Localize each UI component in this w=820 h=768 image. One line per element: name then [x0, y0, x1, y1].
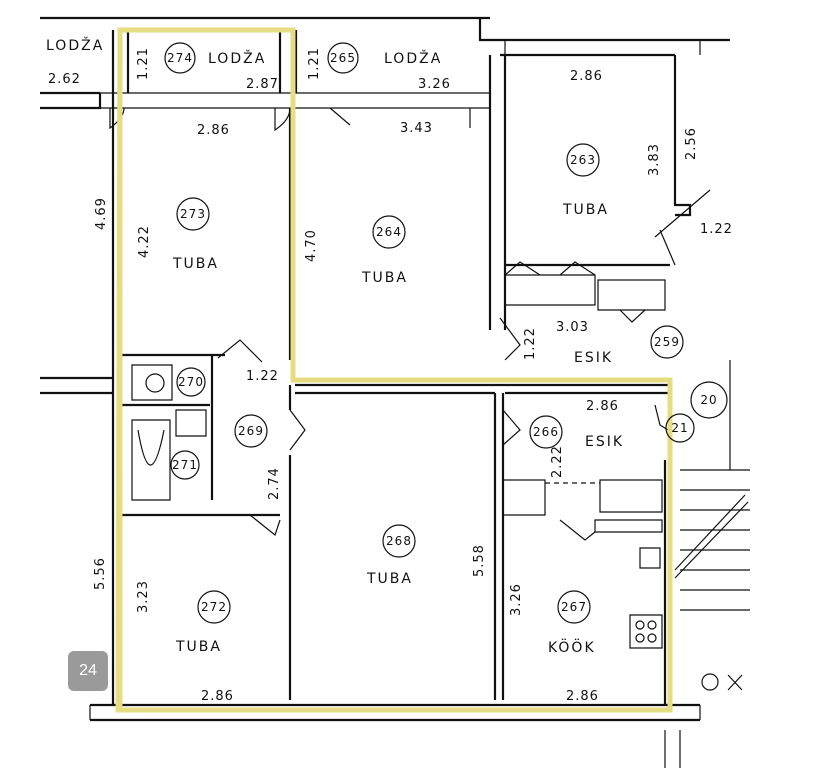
dim-2-56: 2.56 [684, 127, 699, 160]
dim-5-56: 5.56 [93, 557, 108, 590]
room-263-number: 263 [570, 153, 596, 167]
room-272-number: 272 [201, 600, 227, 614]
dim-3-03: 3.03 [556, 320, 589, 335]
room-265-marker: 265 [327, 42, 359, 74]
room-259-number: 259 [654, 335, 680, 349]
room-21-marker: 21 [665, 413, 695, 443]
dim-2-74: 2.74 [267, 467, 282, 500]
dim-1-22-room-259: 1.22 [523, 327, 538, 360]
dim-3-26-room-267: 3.26 [509, 583, 524, 616]
dim-3-26-top: 3.26 [418, 77, 451, 92]
dim-2-86-room-266: 2.86 [586, 399, 619, 414]
walls [40, 16, 750, 768]
dim-1-22-right: 1.22 [700, 222, 733, 237]
room-270-marker: 270 [176, 367, 206, 397]
room-274-name: LODŽA [208, 49, 266, 67]
room-268-name: TUBA [366, 571, 413, 587]
room-270-number: 270 [178, 375, 204, 389]
neighbor-lodza-label: LODŽA [46, 36, 104, 54]
room-263-marker: 263 [566, 143, 600, 177]
page-number-badge: 24 [68, 651, 108, 691]
room-273-number: 273 [180, 207, 206, 221]
room-268-marker: 268 [382, 524, 416, 558]
dimension-labels: 2.62 1.21 2.87 1.21 3.26 2.86 3.83 2.56 … [48, 47, 733, 704]
room-273-marker: 273 [176, 197, 210, 231]
dim-1-22-room-270: 1.22 [246, 369, 279, 384]
room-271-marker: 271 [170, 450, 200, 480]
room-259-marker: 259 [650, 325, 684, 359]
room-272-marker: 272 [197, 590, 231, 624]
room-263-name: TUBA [562, 202, 609, 218]
dim-2-62: 2.62 [48, 72, 81, 87]
dim-4-22: 4.22 [137, 225, 152, 258]
dim-3-43: 3.43 [400, 121, 433, 136]
room-267-number: 267 [561, 600, 587, 614]
room-264-marker: 264 [372, 215, 406, 249]
room-266-number: 266 [533, 425, 559, 439]
room-265-number: 265 [330, 51, 356, 65]
dim-5-58: 5.58 [472, 544, 487, 577]
room-259-name: ESIK [574, 350, 613, 366]
room-264-name: TUBA [361, 270, 408, 286]
room-268-number: 268 [386, 534, 412, 548]
dim-2-86-room-272: 2.86 [201, 689, 234, 704]
dim-2-86-room-273: 2.86 [197, 123, 230, 138]
room-267-marker: 267 [557, 590, 591, 624]
room-markers: 274 265 263 273 264 259 270 269 271 266 … [164, 42, 728, 624]
dim-2-86-room-267: 2.86 [566, 689, 599, 704]
room-266-name: ESIK [585, 434, 624, 450]
dim-4-69: 4.69 [94, 197, 109, 230]
room-273-name: TUBA [172, 256, 219, 272]
room-267-name: KÖÖK [548, 638, 596, 656]
apartment-highlight [115, 27, 673, 713]
room-20-marker: 20 [690, 381, 728, 419]
dim-2-87: 2.87 [246, 77, 279, 92]
room-21-number: 21 [671, 421, 688, 435]
room-271-number: 271 [172, 458, 198, 472]
room-274-number: 274 [167, 51, 193, 65]
dim-2-22: 2.22 [550, 445, 565, 478]
room-266-marker: 266 [529, 415, 563, 449]
dim-3-23: 3.23 [136, 580, 151, 613]
room-20-number: 20 [700, 393, 717, 407]
room-names: LODŽA LODŽA LODŽA TUBA TUBA TUBA ESIK ES… [46, 36, 624, 656]
dim-2-86-room-263: 2.86 [570, 69, 603, 84]
room-265-name: LODŽA [384, 49, 442, 67]
dim-1-21-left: 1.21 [136, 47, 151, 80]
room-272-name: TUBA [175, 639, 222, 655]
room-269-marker: 269 [234, 414, 268, 448]
dim-3-83: 3.83 [647, 143, 662, 176]
room-274-marker: 274 [164, 42, 196, 74]
dim-4-70: 4.70 [304, 229, 319, 262]
room-269-number: 269 [238, 424, 264, 438]
room-264-number: 264 [376, 225, 402, 239]
dim-1-21-right: 1.21 [307, 47, 322, 80]
